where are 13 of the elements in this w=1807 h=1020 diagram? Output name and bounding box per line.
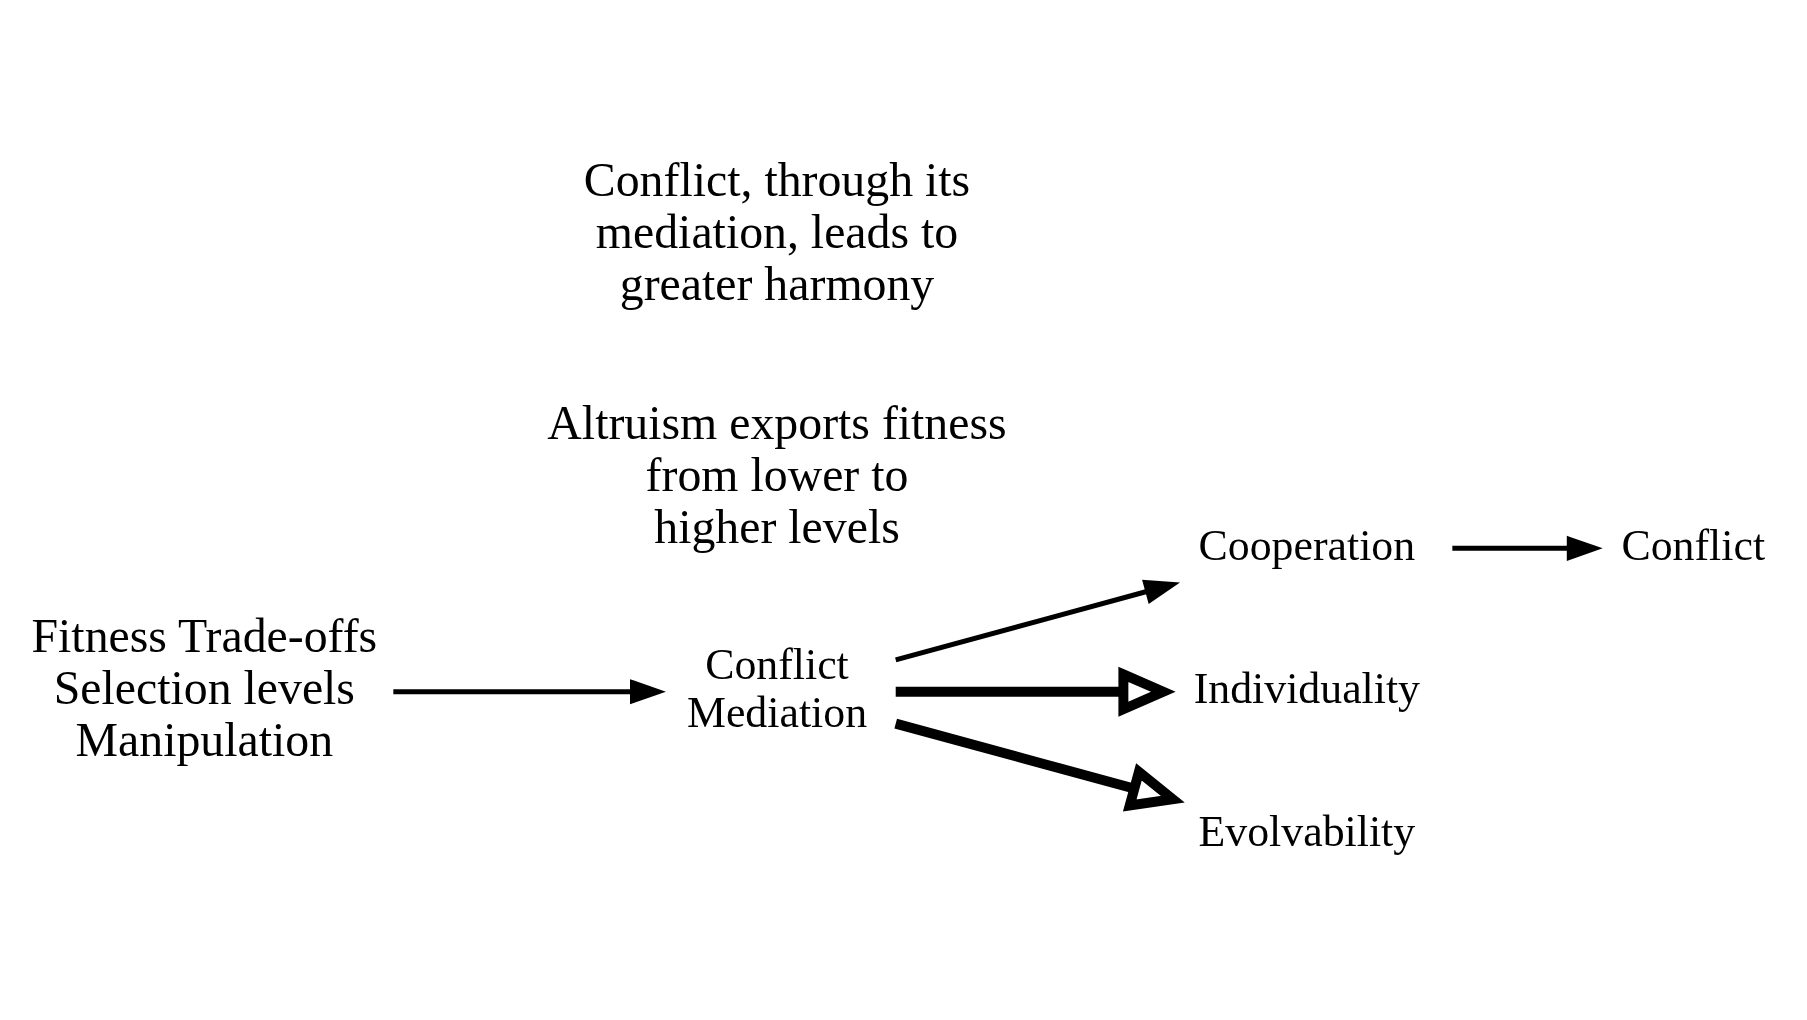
node-text: Conflict <box>1621 520 1766 568</box>
node-text: Evolvability <box>1198 806 1416 855</box>
node-text: Fitness Trade-offs Selection levels Manipulation <box>31 608 378 766</box>
node-text: Individuality <box>1193 663 1421 712</box>
label: Altruism exports fitness from lower to higher levels <box>547 395 1007 553</box>
arrow <box>895 666 1176 717</box>
arrow <box>894 718 1185 811</box>
arrow <box>895 579 1180 662</box>
node-text: Conflict Mediation <box>686 639 868 736</box>
arrow <box>1452 535 1603 561</box>
arrow <box>393 678 666 704</box>
label: Conflict, through its mediation, leads to greater harmony <box>583 152 971 310</box>
node-text: Cooperation <box>1198 520 1416 568</box>
